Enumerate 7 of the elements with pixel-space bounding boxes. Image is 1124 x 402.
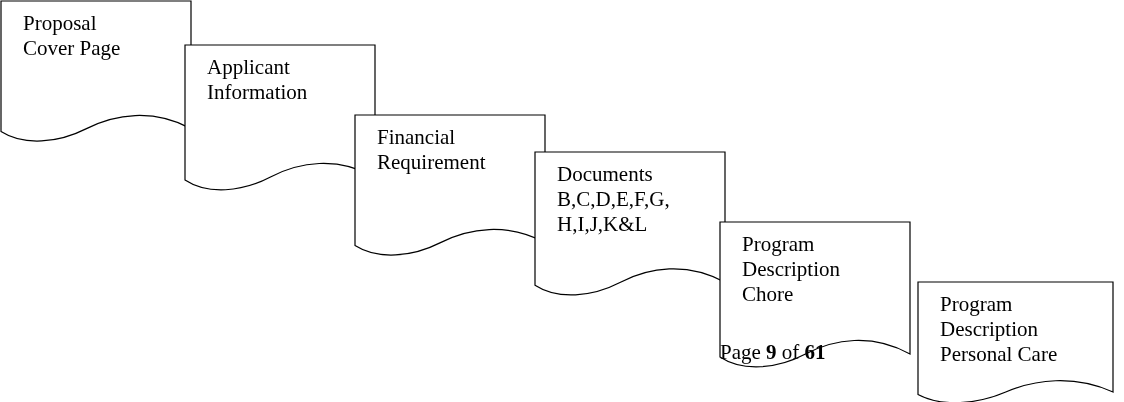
document-title: Applicant Information — [207, 55, 309, 105]
document-title: Documents B,C,D,E,F,G, H,I,J,K&L — [557, 162, 671, 237]
document-title: Financial Requirement — [377, 125, 487, 175]
document-title: Program Description Chore — [742, 232, 841, 307]
document-title: Proposal Cover Page — [23, 11, 122, 61]
document-shape — [918, 282, 1113, 402]
document-title: Program Description Personal Care — [940, 292, 1059, 367]
